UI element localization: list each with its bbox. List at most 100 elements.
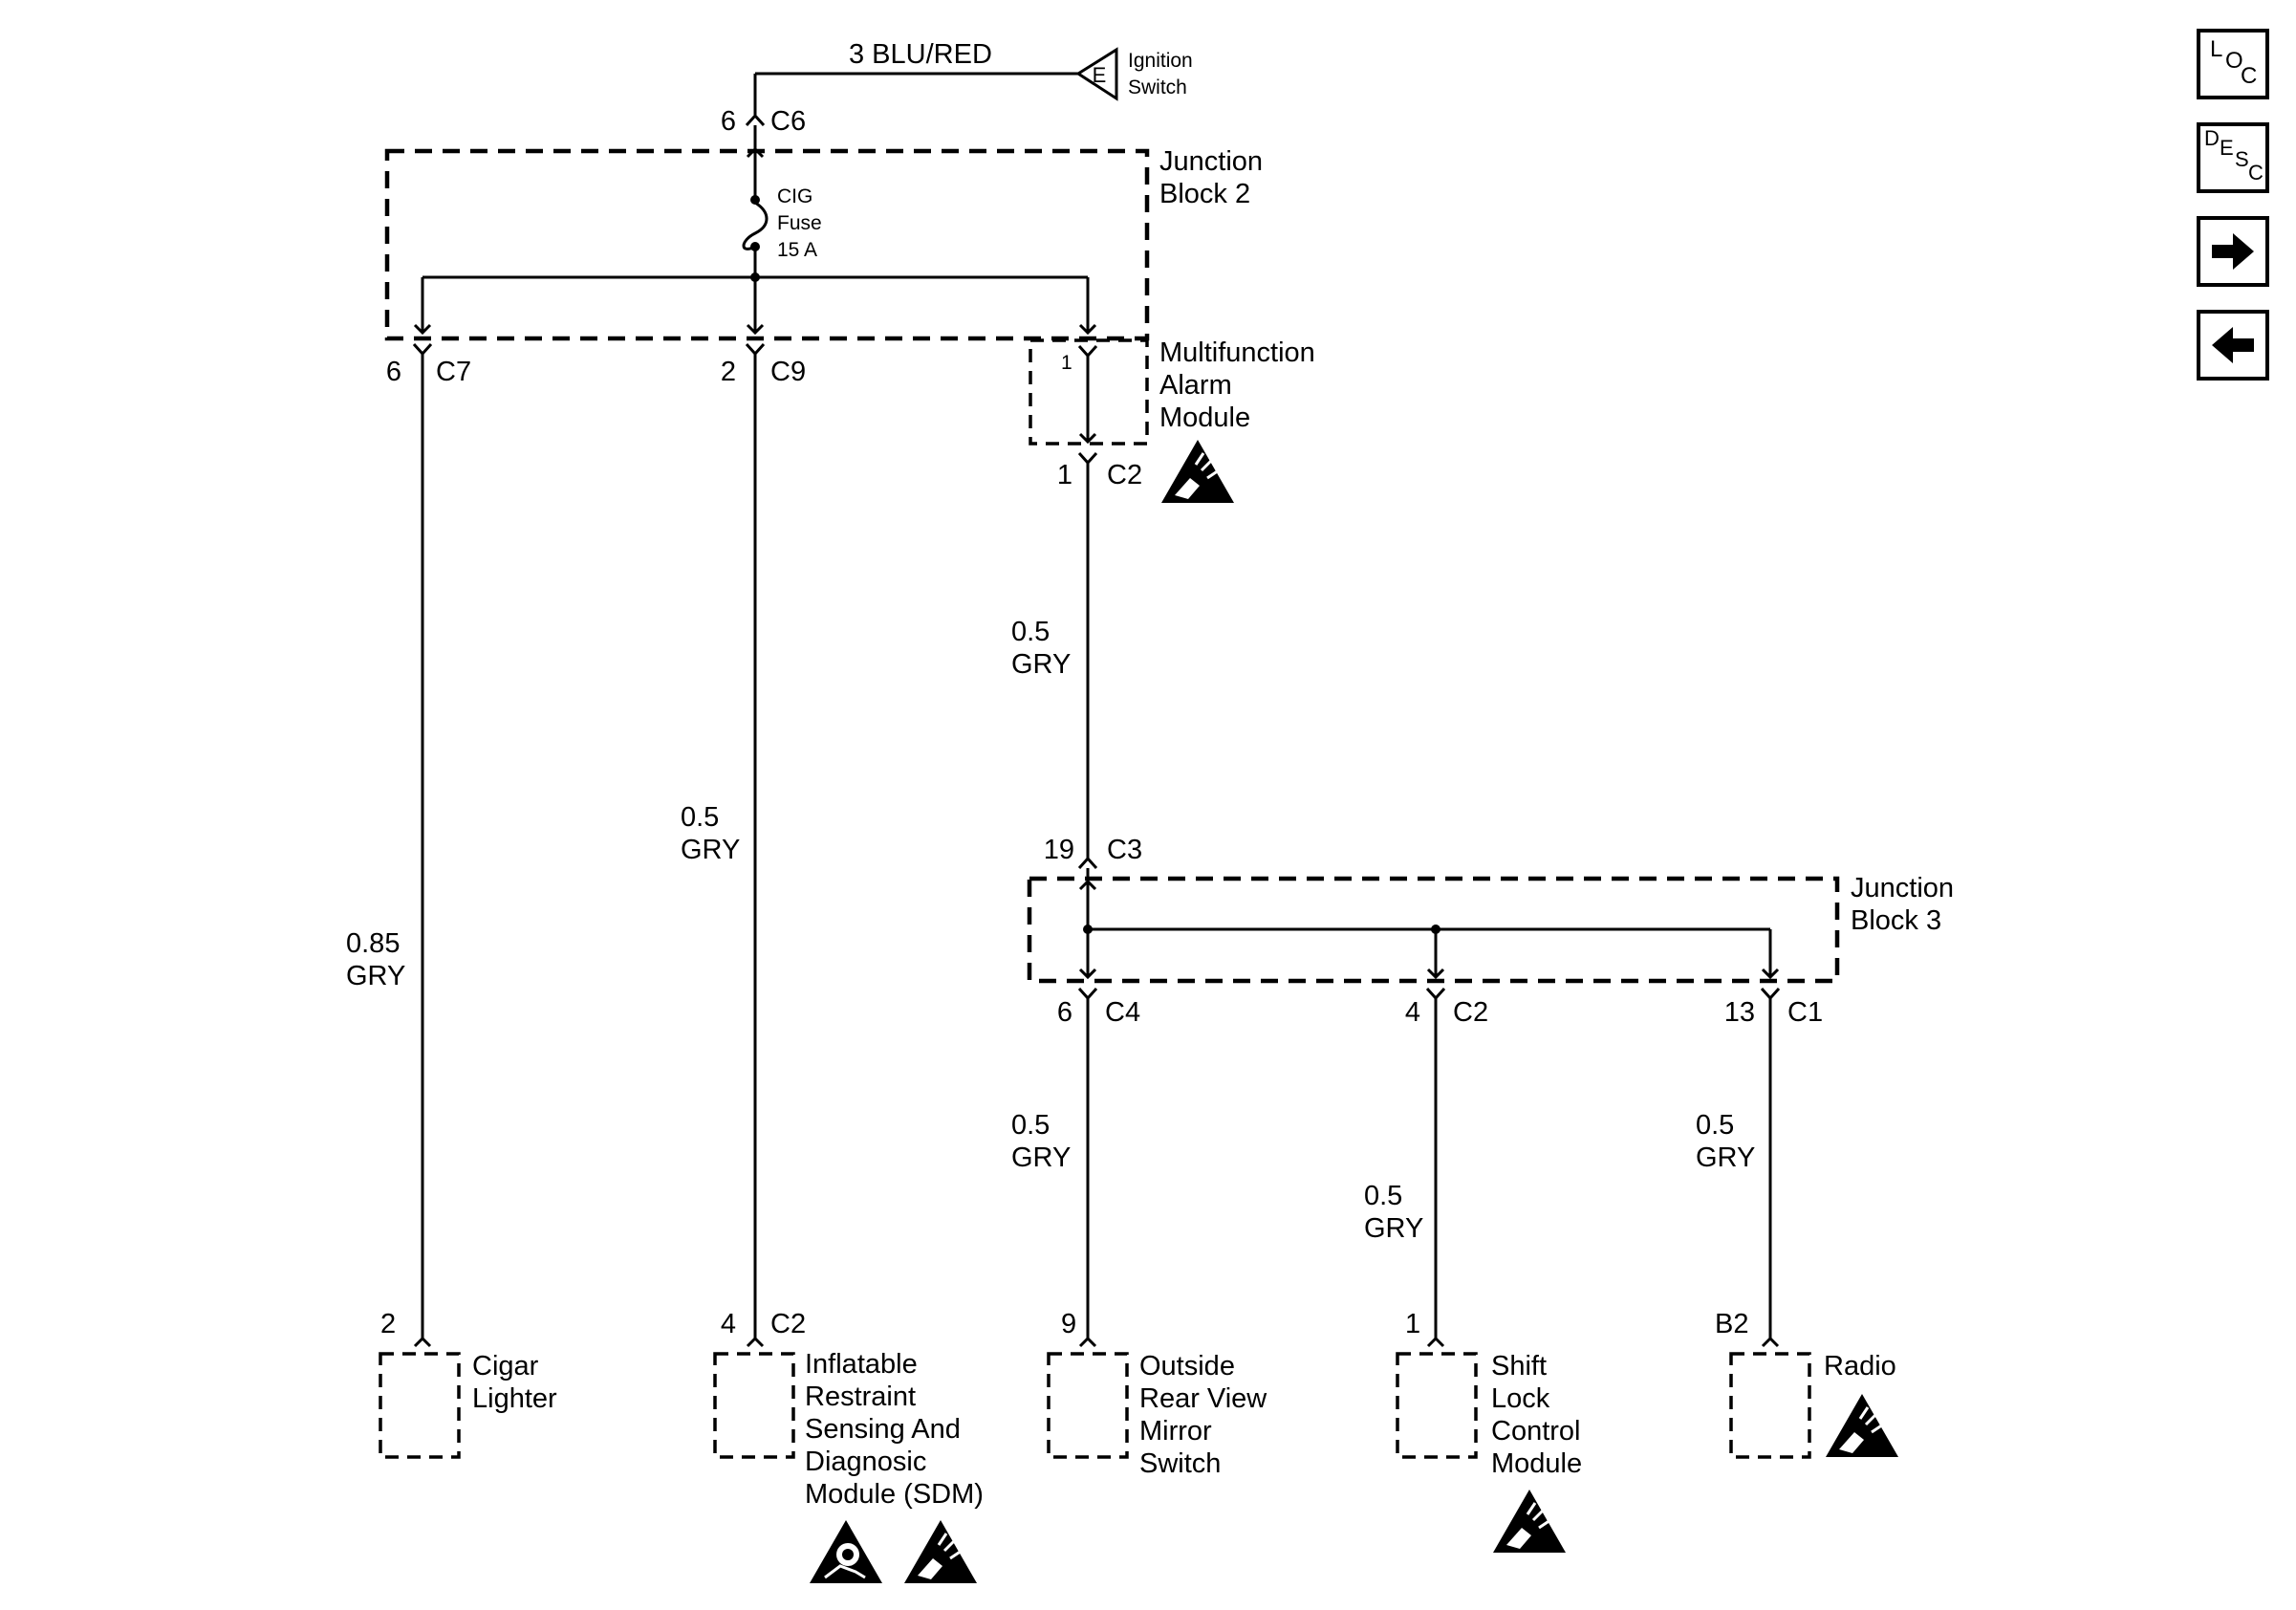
sdm-module: 4 C2 Inflatable Restraint Sensing And Di… xyxy=(713,1309,984,1585)
svg-text:Junction: Junction xyxy=(1851,873,1954,903)
svg-text:2: 2 xyxy=(721,357,736,387)
svg-text:C2: C2 xyxy=(1107,460,1142,490)
svg-text:Block 3: Block 3 xyxy=(1851,905,1941,936)
jb3-c2-connector: 4 C2 xyxy=(1405,987,1488,1028)
ignition-connector-icon xyxy=(1075,47,1118,101)
esd-warning-icon xyxy=(1824,1392,1900,1459)
svg-text:GRY: GRY xyxy=(1011,1142,1071,1173)
shift-lock-control-module: 1 Shift Lock Control Module xyxy=(1396,1309,1582,1555)
svg-text:0.85: 0.85 xyxy=(346,928,400,959)
svg-text:C2: C2 xyxy=(770,1309,806,1339)
svg-text:4: 4 xyxy=(721,1309,736,1339)
mirror-wire: 0.5 GRY xyxy=(1011,998,1097,1348)
svg-text:Inflatable: Inflatable xyxy=(805,1349,918,1380)
mfam-to-jb3-wire: 0.5 GRY 19 C3 xyxy=(1011,463,1142,870)
svg-text:2: 2 xyxy=(380,1309,396,1339)
svg-text:Block 2: Block 2 xyxy=(1159,179,1250,209)
svg-text:Mirror: Mirror xyxy=(1139,1416,1212,1447)
svg-text:6: 6 xyxy=(386,357,401,387)
svg-text:Diagnosic: Diagnosic xyxy=(805,1447,926,1477)
svg-text:CIG: CIG xyxy=(777,185,812,207)
cigar-lighter: 2 Cigar Lighter xyxy=(379,1309,557,1459)
feed-wire-label: 3 BLU/RED xyxy=(849,39,992,70)
radio: B2 Radio xyxy=(1715,1309,1900,1459)
svg-text:Cigar: Cigar xyxy=(472,1351,539,1382)
svg-text:Radio: Radio xyxy=(1824,1351,1896,1382)
esd-warning-icon xyxy=(1159,438,1236,505)
svg-text:GRY: GRY xyxy=(1696,1142,1755,1173)
cigar-wire: 0.85 GRY xyxy=(346,354,432,1348)
svg-text:1: 1 xyxy=(1405,1309,1420,1339)
svg-text:1: 1 xyxy=(1061,352,1072,374)
svg-text:Sensing And: Sensing And xyxy=(805,1414,961,1445)
svg-text:4: 4 xyxy=(1405,997,1420,1028)
svg-text:C6: C6 xyxy=(770,106,806,137)
ignition-label-1: Ignition xyxy=(1128,50,1193,72)
svg-text:C2: C2 xyxy=(1453,997,1488,1028)
svg-text:Module: Module xyxy=(1491,1448,1582,1479)
svg-text:Switch: Switch xyxy=(1139,1448,1221,1479)
svg-text:15 A: 15 A xyxy=(777,239,817,261)
multifunction-alarm-module: 1 Multifunction Alarm Module 1 C2 xyxy=(1029,337,1315,505)
svg-text:0.5: 0.5 xyxy=(1696,1110,1734,1141)
esd-warning-icon xyxy=(1491,1488,1568,1555)
svg-text:C9: C9 xyxy=(770,357,806,387)
jb3-c1-connector: 13 C1 xyxy=(1724,987,1823,1028)
ignition-label-2: Switch xyxy=(1128,76,1187,98)
svg-text:C7: C7 xyxy=(436,357,471,387)
svg-text:GRY: GRY xyxy=(346,961,405,991)
svg-text:6: 6 xyxy=(1057,997,1072,1028)
junction-block-3: Junction Block 3 xyxy=(1027,868,1954,984)
svg-text:0.5: 0.5 xyxy=(1364,1181,1402,1211)
airbag-warning-icon xyxy=(808,1518,884,1585)
svg-text:C3: C3 xyxy=(1107,835,1142,865)
svg-text:C1: C1 xyxy=(1787,997,1823,1028)
svg-text:13: 13 xyxy=(1724,997,1755,1028)
fuse-icon xyxy=(742,201,769,250)
c6-connector: 6 C6 xyxy=(721,106,806,137)
shift-lock-wire: 0.5 GRY xyxy=(1364,998,1445,1348)
jb3-c4-connector: 6 C4 xyxy=(1057,987,1140,1028)
svg-text:Module (SDM): Module (SDM) xyxy=(805,1479,984,1510)
svg-text:Shift: Shift xyxy=(1491,1351,1547,1382)
svg-text:Control: Control xyxy=(1491,1416,1581,1447)
desc-button[interactable]: D E S C xyxy=(2197,122,2269,193)
svg-text:19: 19 xyxy=(1044,835,1074,865)
svg-text:0.5: 0.5 xyxy=(1011,617,1050,647)
svg-text:GRY: GRY xyxy=(1011,649,1071,680)
radio-wire: 0.5 GRY xyxy=(1696,998,1780,1348)
svg-text:Alarm: Alarm xyxy=(1159,370,1232,401)
svg-text:Lighter: Lighter xyxy=(472,1383,557,1414)
svg-text:Lock: Lock xyxy=(1491,1383,1550,1414)
svg-text:1: 1 xyxy=(1057,460,1072,490)
svg-text:Junction: Junction xyxy=(1159,146,1263,177)
sdm-wire: 0.5 GRY xyxy=(681,354,765,1348)
back-button[interactable] xyxy=(2197,310,2269,381)
junction-block-2: Junction Block 2 CIG Fuse 15 A xyxy=(384,125,1263,341)
svg-text:Restraint: Restraint xyxy=(805,1382,916,1412)
svg-text:Outside: Outside xyxy=(1139,1351,1235,1382)
svg-text:Multifunction: Multifunction xyxy=(1159,337,1315,368)
svg-text:GRY: GRY xyxy=(1364,1213,1423,1244)
loc-button[interactable]: L O C xyxy=(2197,29,2269,99)
svg-text:Module: Module xyxy=(1159,402,1250,433)
svg-text:9: 9 xyxy=(1061,1309,1076,1339)
svg-text:Fuse: Fuse xyxy=(777,212,822,234)
svg-text:Rear View: Rear View xyxy=(1139,1383,1267,1414)
forward-button[interactable] xyxy=(2197,216,2269,287)
ignition-feed: E 3 BLU/RED Ignition Switch xyxy=(753,39,1193,115)
svg-text:6: 6 xyxy=(721,106,736,137)
svg-text:0.5: 0.5 xyxy=(681,802,719,833)
svg-text:0.5: 0.5 xyxy=(1011,1110,1050,1141)
c9-connector: 2 C9 xyxy=(721,342,806,387)
svg-text:C4: C4 xyxy=(1105,997,1140,1028)
svg-text:GRY: GRY xyxy=(681,835,740,865)
svg-text:B2: B2 xyxy=(1715,1309,1748,1339)
source-letter: E xyxy=(1093,63,1107,87)
c7-connector: 6 C7 xyxy=(386,342,471,387)
back-arrow-icon xyxy=(2212,327,2254,363)
esd-warning-icon xyxy=(902,1518,979,1585)
forward-arrow-icon xyxy=(2212,233,2254,270)
outside-mirror-switch: 9 Outside Rear View Mirror Switch xyxy=(1047,1309,1267,1479)
